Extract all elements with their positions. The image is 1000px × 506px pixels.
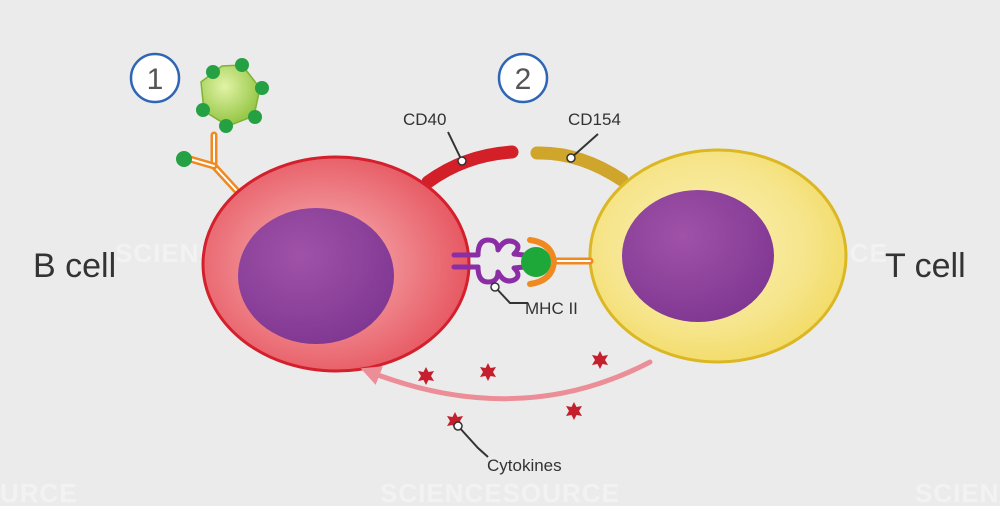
t-cell-receptor [527, 237, 594, 287]
peptide [521, 247, 551, 277]
t-cell-label: T cell [885, 247, 966, 285]
step-2-marker: 2 [497, 52, 549, 104]
watermark-text: URCE [0, 478, 78, 506]
b-cell-label: B cell [33, 247, 116, 285]
cd40-receptor [421, 145, 519, 189]
step-2-number: 2 [515, 63, 532, 96]
cd154-ligand [530, 146, 629, 187]
cd154-label: CD154 [568, 110, 621, 129]
t-cell-nucleus [622, 190, 774, 322]
b-cell [201, 155, 471, 373]
antigen [196, 58, 269, 133]
leader-lines [447, 131, 599, 458]
watermark-text: SCIENCESOURCE [380, 478, 620, 506]
cytokines [418, 351, 608, 430]
cytokines-label: Cytokines [487, 456, 562, 475]
b-cell-receptor [176, 131, 240, 194]
mhc-ii-label: MHC II [525, 299, 578, 318]
antigen-dot [176, 151, 192, 167]
leader-dots [453, 153, 576, 431]
watermark-text: SCIEN [915, 478, 999, 506]
mhc-ii-molecule [451, 237, 527, 285]
cd40-label: CD40 [403, 110, 446, 129]
step-1-marker: 1 [129, 52, 181, 104]
b-cell-nucleus [238, 208, 394, 344]
step-1-number: 1 [147, 63, 164, 96]
t-cell [588, 148, 848, 364]
cytokine-arrow [360, 359, 653, 402]
